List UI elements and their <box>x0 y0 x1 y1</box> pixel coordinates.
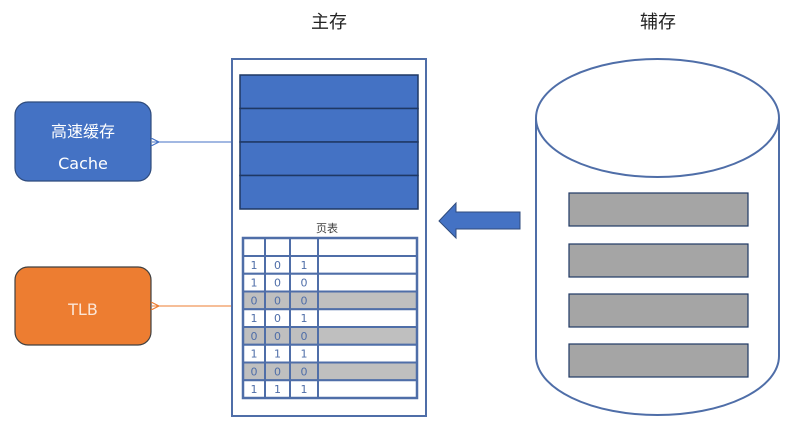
tlb-label: TLB <box>67 300 98 319</box>
page-table-bit: 1 <box>274 348 281 361</box>
main-memory-block <box>239 74 419 110</box>
page-table-cell <box>317 290 418 311</box>
page-table-header-row <box>242 237 418 257</box>
page-table-cell <box>317 308 418 328</box>
page-table-bit: 0 <box>301 365 308 378</box>
page-table-row: 1 1 1 <box>242 343 418 364</box>
main-memory-block <box>239 107 419 143</box>
page-table-frame <box>241 236 419 400</box>
transfer-arrow-icon <box>438 201 521 240</box>
page-table-cell <box>317 379 418 399</box>
main-memory-block <box>239 174 419 210</box>
page-table-bit: 1 <box>251 348 258 361</box>
page-table-bit: 1 <box>251 383 258 396</box>
tlb-box: TLB <box>14 266 152 346</box>
page-table-bit: 1 <box>251 277 258 290</box>
page-table-bit: 0 <box>301 277 308 290</box>
page-table-cell <box>317 326 418 346</box>
page-table-row: 1 0 1 <box>242 255 418 275</box>
page-table-bit: 0 <box>251 330 258 343</box>
page-table-row: 0 0 0 <box>242 290 418 311</box>
page-table-bit: 0 <box>251 294 258 307</box>
page-table-label: 页表 <box>316 221 338 235</box>
page-table-header-cell <box>289 237 319 257</box>
page-table-bit: 1 <box>301 348 308 361</box>
page-table-bit: 0 <box>274 277 281 290</box>
page-table-header-cell <box>264 237 291 257</box>
page-table-row: 1 0 0 <box>242 272 418 293</box>
page-table-bit: 0 <box>301 294 308 307</box>
page-table-cell <box>317 361 418 382</box>
main-memory-block <box>239 141 419 177</box>
page-table-row: 1 0 1 <box>242 308 418 328</box>
secondary-storage-blocks <box>568 192 749 378</box>
cache-label-en: Cache <box>58 154 108 173</box>
page-table-bit: 0 <box>274 365 281 378</box>
secondary-storage-block <box>568 192 749 227</box>
page-table-bit: 1 <box>274 383 281 396</box>
page-table-bit: 1 <box>251 259 258 272</box>
secondary-storage-block <box>568 243 749 278</box>
cache-box: 高速缓存 Cache <box>14 101 152 182</box>
main-memory-blocks <box>239 74 419 210</box>
secondary-storage-block <box>568 343 749 378</box>
page-table-bit: 0 <box>274 330 281 343</box>
page-table-bit: 0 <box>301 330 308 343</box>
page-table-header-cell <box>317 237 418 257</box>
page-table-bit: 1 <box>251 312 258 325</box>
main-memory-title: 主存 <box>311 12 347 33</box>
page-table-bit: 0 <box>274 294 281 307</box>
page-table-cell <box>317 343 418 364</box>
secondary-storage-block <box>568 293 749 328</box>
page-table-bit: 1 <box>301 312 308 325</box>
secondary-storage-title: 辅存 <box>640 12 676 33</box>
page-table-bit: 0 <box>274 312 281 325</box>
page-table-cell <box>317 255 418 275</box>
page-table-bit: 0 <box>251 365 258 378</box>
page-table-bit: 1 <box>301 259 308 272</box>
page-table-row: 0 0 0 <box>242 361 418 382</box>
page-table-row: 1 1 1 <box>242 379 418 399</box>
page-table-cell <box>317 272 418 293</box>
page-table-bit: 1 <box>301 383 308 396</box>
page-table-header-cell <box>242 237 266 257</box>
page-table: 1 0 1 1 0 0 0 0 0 1 0 1 0 0 0 1 1 1 0 0 0 1 1 1 <box>241 236 419 400</box>
page-table-row: 0 0 0 <box>242 326 418 346</box>
page-table-bit: 0 <box>274 259 281 272</box>
cache-label-cn: 高速缓存 <box>51 122 115 141</box>
